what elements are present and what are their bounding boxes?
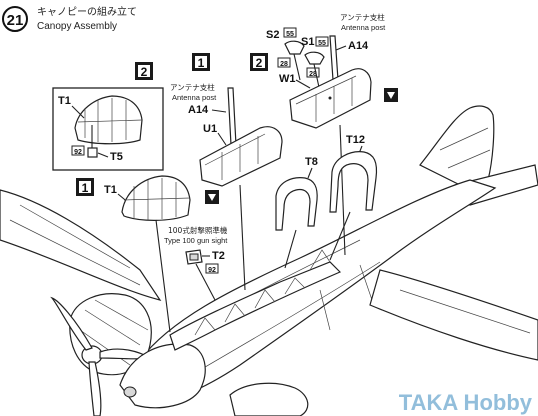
label-s1: S1 [301, 36, 314, 48]
step-number-circle [2, 6, 28, 32]
ref-28-s2-badge [277, 57, 291, 68]
antenna-en-center: Antenna post [172, 93, 217, 102]
ref-55-s2: 55 [286, 31, 294, 38]
step-header: 21 キャノピーの組み立て Canopy Assembly [2, 5, 137, 32]
ref-28-s1: 28 [309, 71, 317, 78]
step-title-jp: キャノピーの組み立て [37, 5, 137, 18]
ref-92-sight-badge [205, 263, 219, 274]
antenna-en-right: Antenna post [341, 23, 386, 32]
label-t12: T12 [346, 134, 365, 146]
marker-2-right: 2 [256, 56, 263, 70]
marker-1-lower: 1 [82, 181, 89, 195]
label-t8: T8 [305, 156, 318, 168]
ref-55-s1: 55 [318, 40, 326, 47]
step-number: 21 [7, 12, 24, 29]
label-t1-lower: T1 [104, 184, 117, 196]
left-box-subassembly: 2 T1 92 T5 [52, 62, 164, 171]
step-title-en: Canopy Assembly [37, 21, 117, 32]
label-u1: U1 [203, 123, 217, 135]
ref-92-box: 92 [74, 149, 82, 156]
ref-92-sight: 92 [208, 267, 216, 274]
aircraft-fuselage [0, 105, 538, 416]
label-w1: W1 [279, 73, 296, 85]
left-lower-canopy: 1 T1 [76, 175, 191, 333]
antenna-jp-right: アンテナ支柱 [340, 12, 385, 22]
marker-2-left: 2 [141, 65, 148, 79]
ref-28-s1-badge [306, 67, 320, 78]
gunsight-en: Type 100 gun sight [164, 236, 228, 245]
label-t5: T5 [110, 151, 123, 163]
marker-1-center: 1 [198, 56, 205, 70]
right-subassembly: 2 S2 55 28 S1 55 28 アンテナ支柱 Antenna post … [250, 12, 398, 256]
watermark: TAKA Hobby [399, 390, 533, 415]
ref-92-box-badge [71, 145, 85, 156]
ref-28-s2: 28 [280, 61, 288, 68]
label-t1-box: T1 [58, 95, 71, 107]
center-subassembly: 1 アンテナ支柱 Antenna post A14 U1 [170, 53, 283, 291]
ref-55-s2-badge [283, 27, 297, 38]
label-a14-right: A14 [348, 40, 369, 52]
label-a14-center: A14 [188, 104, 209, 116]
canopy-frames: T12 T8 [275, 134, 378, 269]
gunsight-jp: 100式射撃照準機 [168, 225, 228, 235]
subassembly-box [52, 87, 164, 171]
antenna-jp-center: アンテナ支柱 [170, 82, 215, 92]
label-s2: S2 [266, 29, 279, 41]
label-t2: T2 [212, 250, 225, 262]
gun-sight-part: 100式射撃照準機 Type 100 gun sight T2 92 [164, 225, 228, 301]
ref-55-s1-badge [315, 36, 329, 47]
